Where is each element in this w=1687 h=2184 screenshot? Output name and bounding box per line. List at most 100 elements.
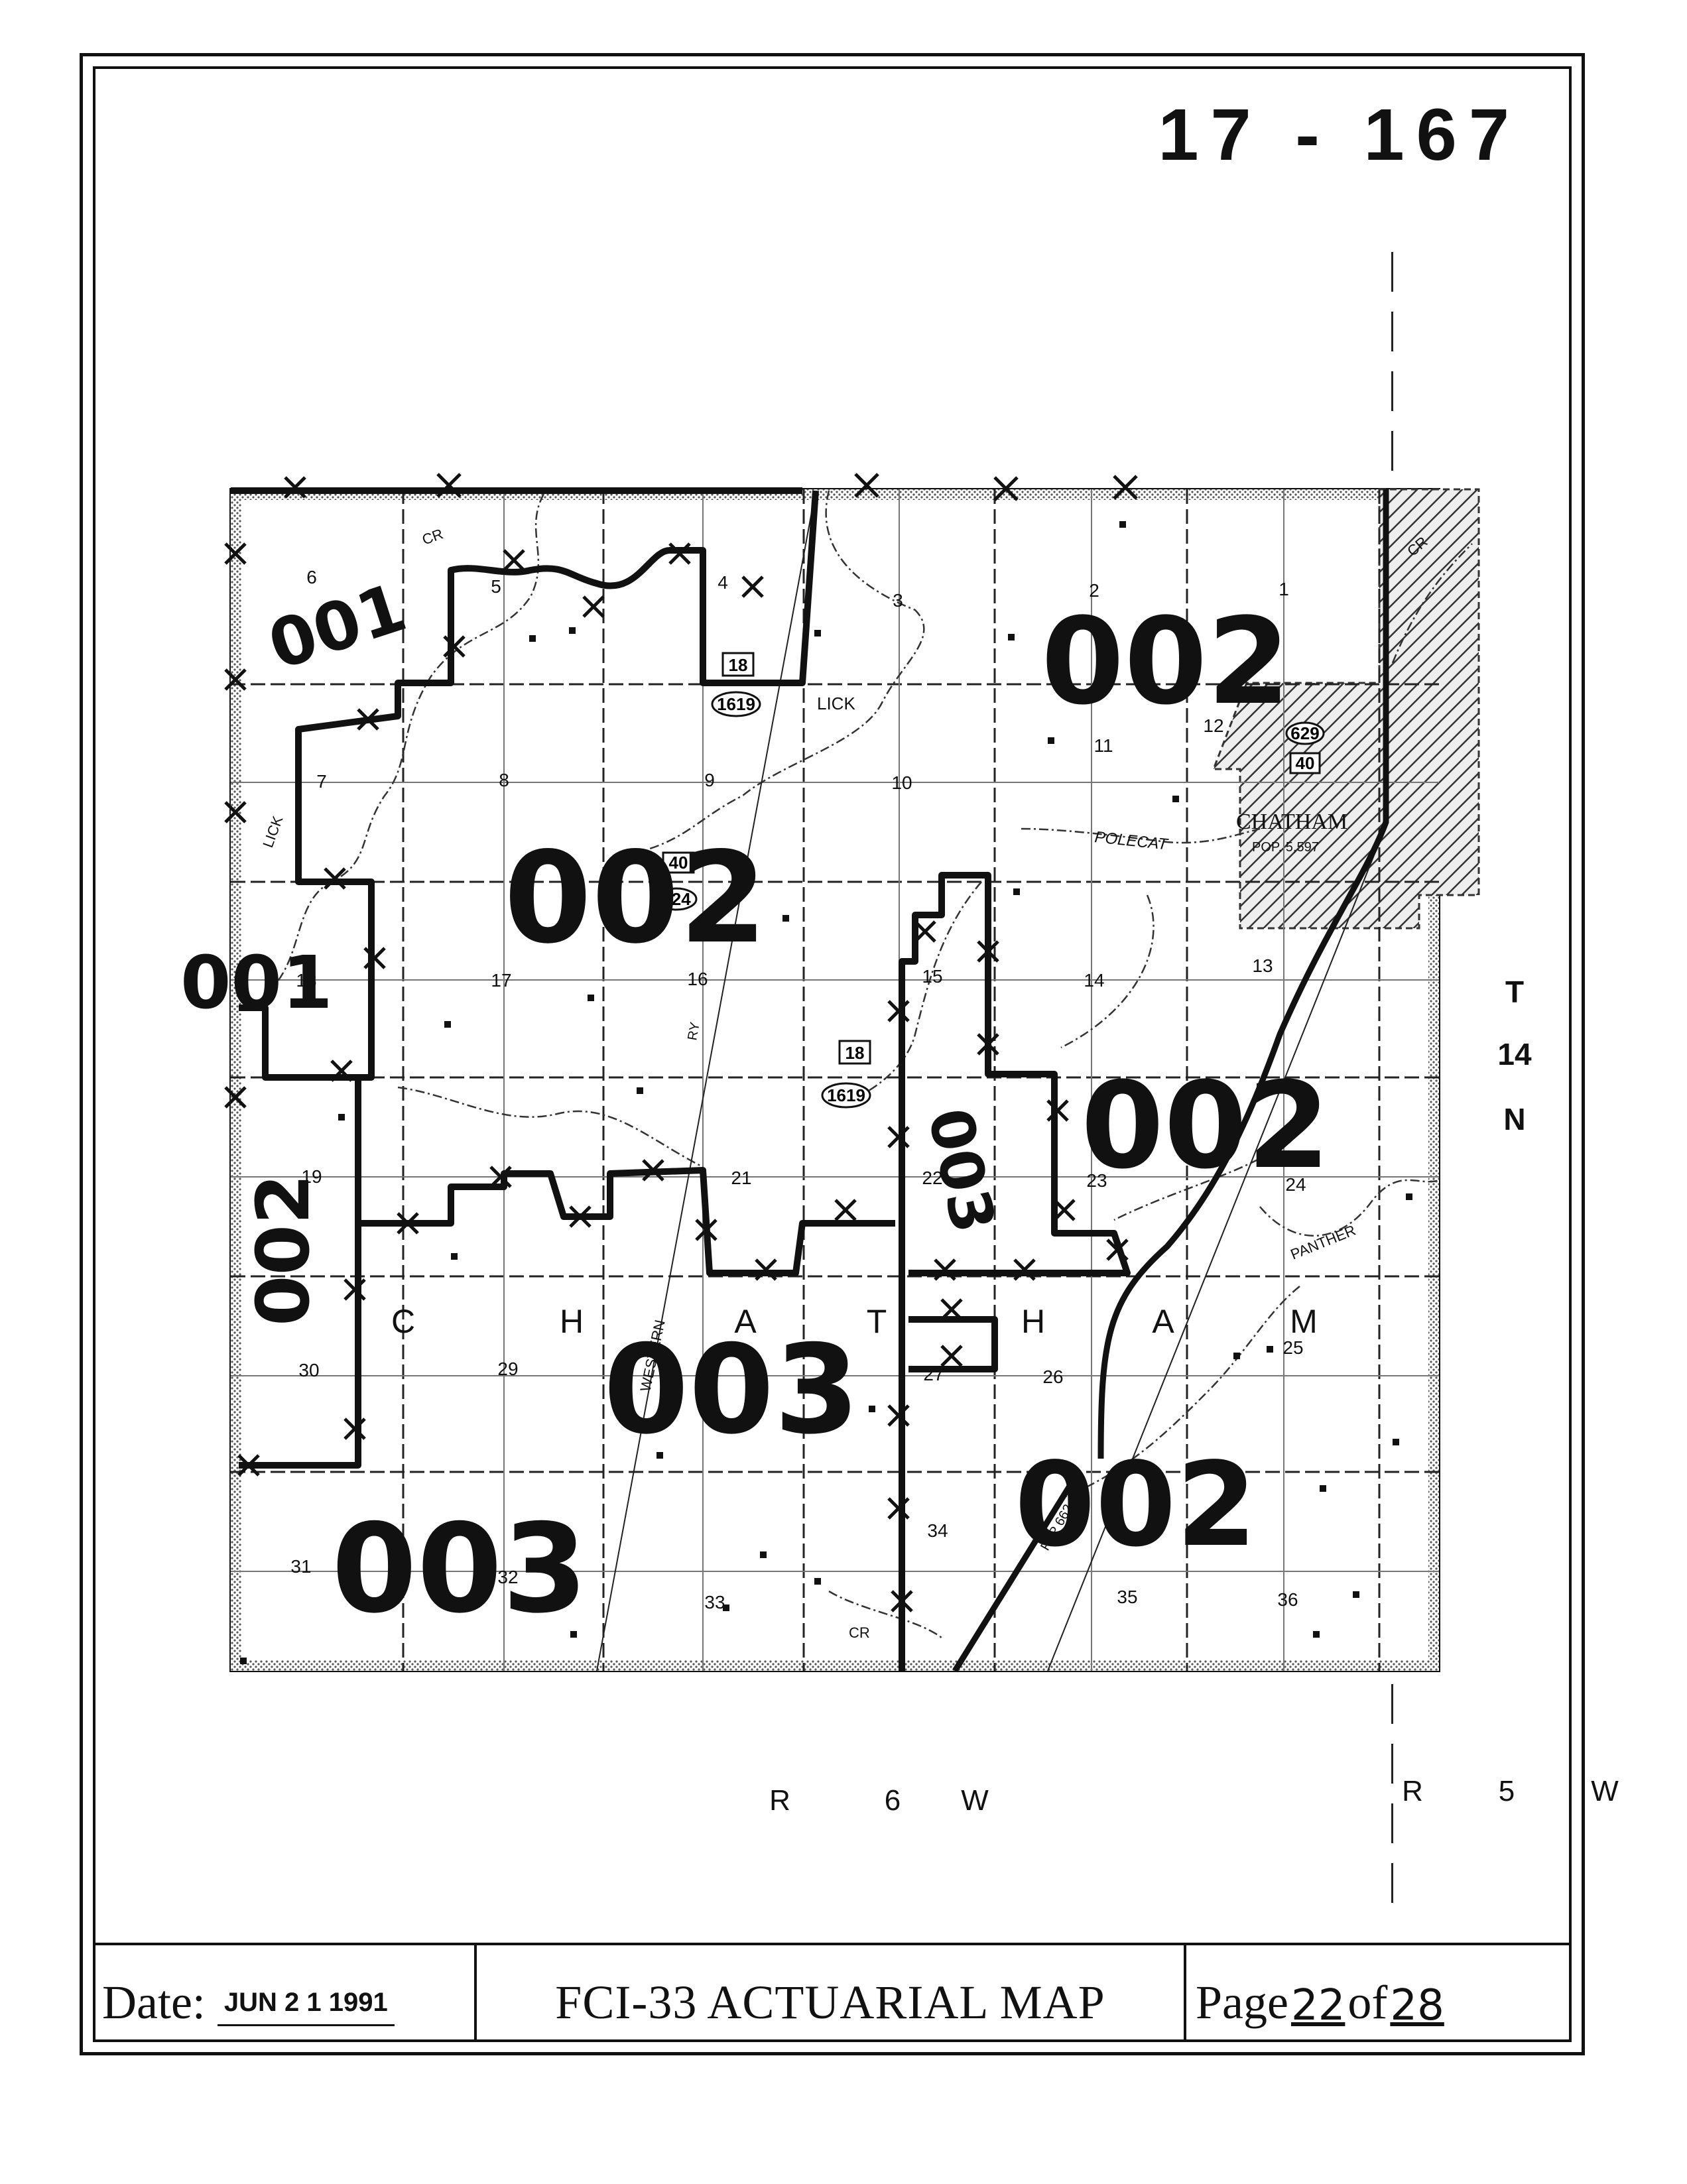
section-number: 18 (296, 970, 316, 991)
section-number: 4 (718, 572, 728, 593)
section-number: 23 (1086, 1170, 1107, 1191)
section-number: 29 (497, 1359, 518, 1379)
section-number: 15 (922, 966, 942, 987)
section-number: 27 (923, 1364, 944, 1384)
page-label: Page (1196, 1976, 1288, 2029)
route-shield (662, 851, 695, 874)
township-letter: H (560, 1303, 584, 1340)
chatham-city-area (1212, 488, 1480, 930)
route-shield (711, 691, 761, 717)
page-cell: Page 22 of 28 (1184, 1945, 1572, 2042)
section-number: 34 (927, 1520, 948, 1541)
route-shield-label: 124 (662, 889, 691, 909)
section-number: 7 (316, 771, 327, 792)
map-title: FCI-33 ACTUARIAL MAP (555, 1976, 1105, 2029)
range-right-r: R (1402, 1775, 1423, 1807)
section-number: 21 (731, 1168, 751, 1188)
zone-label: 002 (1041, 593, 1290, 731)
page-of: of (1347, 1976, 1388, 2029)
place-cr: CR (849, 1624, 870, 1641)
section-number: 16 (687, 969, 708, 989)
section-number: 11 (1093, 735, 1113, 756)
section-number: 26 (1042, 1366, 1063, 1387)
zone-label: 002 (504, 825, 767, 971)
section-number: 14 (1084, 970, 1104, 991)
route-shield-label: 1619 (827, 1085, 865, 1105)
range-left-r: R (769, 1784, 790, 1817)
inner-border (93, 66, 1572, 2042)
route-shield (1289, 752, 1321, 774)
range-designators: R 6 W R 5 W (769, 1775, 1619, 1817)
zone-label: 002 (241, 1174, 326, 1326)
place-chatham-pop: POP. 5,597 (1252, 840, 1319, 855)
place-ry: RY (685, 1021, 702, 1042)
township-letter: A (734, 1303, 757, 1340)
township-n: N (1503, 1102, 1525, 1136)
section-number: 12 (1203, 715, 1223, 736)
section-number: 8 (499, 770, 509, 790)
township-designator: T 14 N (1497, 975, 1532, 1136)
section-number: 10 (891, 772, 912, 793)
railroad (596, 490, 1380, 1671)
township-name: C H A T H A M (391, 1303, 1318, 1340)
township-letter: M (1290, 1303, 1318, 1340)
section-number: 6 (306, 567, 317, 587)
route-shield-label: 40 (1296, 753, 1315, 773)
range-right-w: W (1591, 1775, 1619, 1807)
section-number: 1 (1279, 579, 1289, 599)
route-shield-label: 40 (669, 853, 688, 873)
route-shield (1285, 721, 1325, 745)
section-number: 5 (491, 576, 501, 597)
section-number: 24 (1285, 1174, 1306, 1195)
zone-label: 003 (40, 39, 41, 40)
section-number: 3 (893, 590, 903, 611)
section-number: 31 (290, 1556, 311, 1577)
outer-border (80, 53, 1585, 2055)
township-letter: A (1152, 1303, 1174, 1340)
section-number: 33 (704, 1592, 725, 1612)
route-shield-label: 629 (1290, 723, 1319, 743)
date-label: Date: (102, 1976, 206, 2029)
section-number: 13 (1252, 955, 1273, 976)
date-cell: Date: JUN 2 1 1991 (93, 1945, 474, 2042)
section-number: 2 (1089, 580, 1099, 601)
section-number: 17 (491, 970, 511, 991)
place-chatham: CHATHAM (1236, 810, 1347, 834)
section-number: 36 (1277, 1589, 1298, 1610)
highways (952, 489, 1389, 1673)
zone-label: 001 (180, 940, 333, 1025)
township-letter: T (867, 1303, 887, 1340)
section-number: 22 (922, 1168, 942, 1188)
page-current: 22 (1290, 1981, 1345, 2030)
route-shield (838, 1040, 871, 1065)
map-number: 17 - 167 (1158, 94, 1521, 176)
route-shield (721, 652, 755, 677)
section-number: 28 (725, 1339, 746, 1359)
range-left-w: W (961, 1784, 989, 1817)
zone-label: 002 (1015, 1438, 1257, 1573)
boundary-x-marks (224, 473, 1138, 1612)
township-letter: H (1021, 1303, 1045, 1340)
section-number: 32 (497, 1567, 518, 1587)
range-right-number: 5 (1499, 1775, 1515, 1807)
page-total: 28 (1390, 1981, 1444, 2030)
building-markers (240, 521, 1412, 1664)
township-number: 14 (1497, 1037, 1532, 1071)
creeks (265, 490, 1473, 1639)
title-cell: FCI-33 ACTUARIAL MAP (474, 1945, 1184, 2042)
zone-label: 003 (603, 1318, 859, 1461)
route-shield-label: 18 (845, 1043, 865, 1063)
section-number: 35 (1117, 1587, 1137, 1607)
section-number: 9 (704, 770, 715, 790)
zone-label: 003 (332, 1497, 588, 1640)
place-lick: LICK (817, 694, 855, 713)
date-value: JUN 2 1 1991 (217, 1988, 395, 2026)
route-shield (821, 1082, 871, 1109)
section-numbers: 1 2 3 4 5 6 7 8 9 10 11 12 13 14 15 16 1… (290, 567, 1306, 1612)
route-shield (655, 887, 698, 911)
footer-bar: Date: JUN 2 1 1991 FCI-33 ACTUARIAL MAP … (93, 1943, 1572, 2042)
section-number: 30 (298, 1360, 319, 1380)
section-number: 19 (301, 1166, 322, 1187)
route-shields: 18 1619 18 1619 40 124 629 40 (655, 652, 1325, 1109)
